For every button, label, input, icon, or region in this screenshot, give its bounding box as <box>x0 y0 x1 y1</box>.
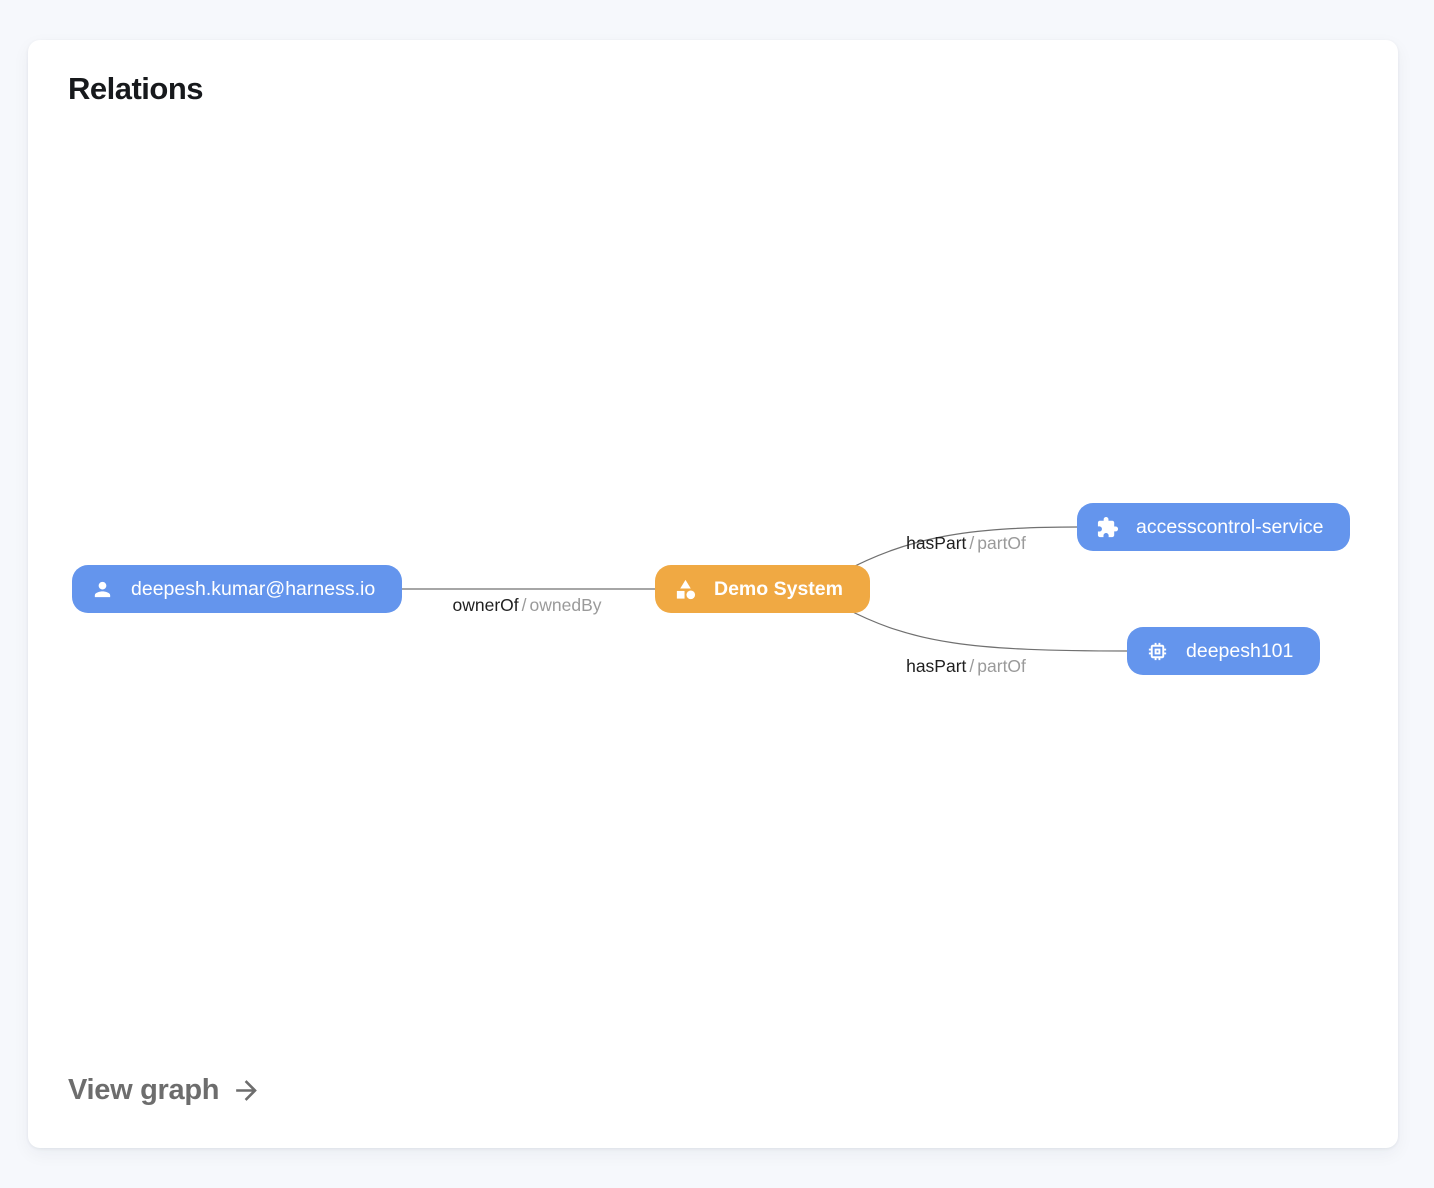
arrow-right-icon <box>231 1075 262 1106</box>
node-service[interactable]: accesscontrol-service <box>1077 503 1351 551</box>
view-graph-link[interactable]: View graph <box>68 1074 262 1107</box>
edge-label-haspart-service: hasPart/partOf <box>906 533 1026 554</box>
node-label: accesscontrol-service <box>1136 515 1324 538</box>
category-icon <box>674 578 697 601</box>
edge-haspart-service <box>842 526 1079 573</box>
node-label: deepesh101 <box>1186 639 1294 662</box>
memory-icon <box>1146 640 1169 663</box>
relation-separator: / <box>969 656 975 676</box>
relation-reverse: partOf <box>977 656 1026 676</box>
person-icon <box>91 578 114 601</box>
relation-forward: hasPart <box>906 533 967 553</box>
view-graph-label: View graph <box>68 1074 220 1106</box>
relation-forward: ownerOf <box>452 595 519 615</box>
extension-icon <box>1096 516 1119 539</box>
node-label: Demo System <box>714 577 843 600</box>
relation-reverse: ownedBy <box>529 595 602 615</box>
node-user[interactable]: deepesh.kumar@harness.io <box>72 565 403 613</box>
relations-card: Relations deepesh.kumar@harness.io Demo … <box>28 40 1398 1148</box>
card-title: Relations <box>68 71 204 106</box>
edge-label-owner: ownerOf/ownedBy <box>452 595 601 616</box>
relation-reverse: partOf <box>977 533 1026 553</box>
edge-haspart-component <box>842 606 1129 652</box>
relation-forward: hasPart <box>906 656 967 676</box>
node-system[interactable]: Demo System <box>655 565 870 613</box>
edge-label-haspart-component: hasPart/partOf <box>906 656 1026 677</box>
graph-edges <box>398 526 1129 652</box>
node-label: deepesh.kumar@harness.io <box>131 577 376 600</box>
relations-graph: deepesh.kumar@harness.io Demo System acc… <box>28 40 1398 1148</box>
relation-separator: / <box>521 595 527 615</box>
node-component[interactable]: deepesh101 <box>1127 627 1321 675</box>
relation-separator: / <box>969 533 975 553</box>
